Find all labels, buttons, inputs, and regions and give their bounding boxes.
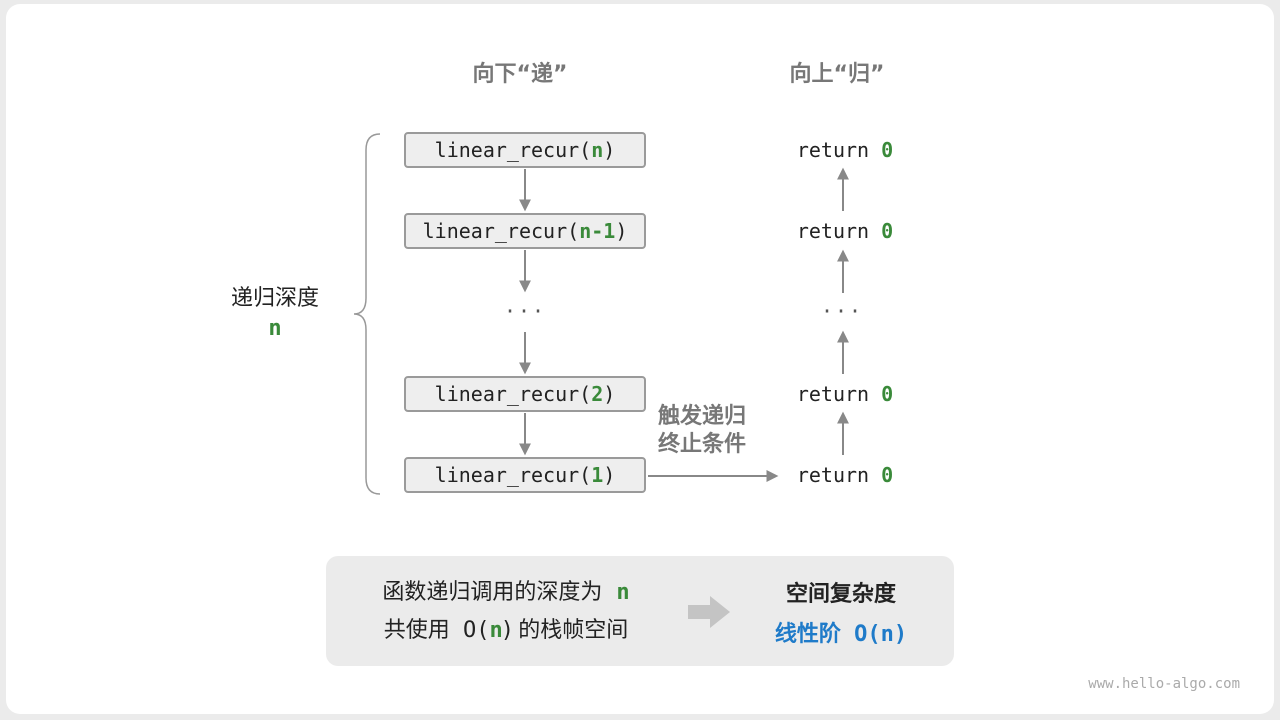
title-recurse-down: 向下“递” — [472, 62, 568, 87]
call-prefix: linear_recur( — [434, 382, 592, 406]
call-suffix: ) — [603, 138, 616, 162]
space-complexity-title: 空间复杂度 — [785, 582, 896, 607]
call-arg: 1 — [591, 463, 604, 487]
call-box-1: linear_recur(1) — [404, 457, 646, 493]
call-suffix: ) — [603, 463, 616, 487]
depth-brace — [353, 133, 381, 495]
summary-text: 函数递归调用的深度为 n 共使用 O(n) 的栈帧空间 — [346, 574, 666, 650]
summary-box: 函数递归调用的深度为 n 共使用 O(n) 的栈帧空间 空间复杂度 线性阶 O(… — [326, 556, 954, 666]
summary-line-2: 共使用 O(n) 的栈帧空间 — [346, 612, 666, 650]
return-value: 0 — [881, 219, 894, 243]
summary-line-2-post: ) 的栈帧空间 — [502, 618, 629, 643]
summary-line-2-var: n — [489, 618, 503, 643]
watermark: www.hello-algo.com — [1088, 676, 1240, 692]
return-keyword: return — [796, 138, 882, 162]
return-label-4: return 0 — [770, 457, 920, 493]
call-prefix: linear_recur( — [434, 463, 592, 487]
return-label-2: return 0 — [770, 213, 920, 249]
call-suffix: ) — [603, 382, 616, 406]
return-value: 0 — [881, 382, 894, 406]
call-suffix: ) — [615, 219, 628, 243]
call-box-n-minus-1: linear_recur(n-1) — [404, 213, 646, 249]
space-complexity-value: 线性阶 O(n) — [774, 622, 908, 647]
arrow-right-icon — [688, 596, 730, 628]
call-prefix: linear_recur( — [434, 138, 592, 162]
call-prefix: linear_recur( — [422, 219, 580, 243]
return-ellipsis: ··· — [820, 299, 864, 323]
summary-line-1: 函数递归调用的深度为 n — [346, 574, 666, 612]
summary-line-1-var: n — [616, 580, 630, 605]
termination-line-1: 触发递归 — [658, 404, 747, 429]
summary-line-2-pre: 共使用 O( — [383, 618, 490, 643]
depth-label: 递归深度 — [230, 286, 319, 311]
return-keyword: return — [796, 219, 882, 243]
title-return-up: 向上“归” — [789, 62, 885, 87]
return-value: 0 — [881, 463, 894, 487]
return-label-1: return 0 — [770, 132, 920, 168]
termination-line-2: 终止条件 — [658, 432, 747, 457]
depth-value: n — [268, 316, 282, 341]
call-box-2: linear_recur(2) — [404, 376, 646, 412]
return-value: 0 — [881, 138, 894, 162]
call-box-n: linear_recur(n) — [404, 132, 646, 168]
call-arg: 2 — [591, 382, 604, 406]
call-arg: n — [591, 138, 604, 162]
return-keyword: return — [796, 382, 882, 406]
termination-label: 触发递归 终止条件 — [658, 403, 768, 459]
return-keyword: return — [796, 463, 882, 487]
call-arg: n-1 — [579, 219, 616, 243]
return-label-3: return 0 — [770, 376, 920, 412]
call-ellipsis: ··· — [503, 299, 547, 323]
summary-line-1-text: 函数递归调用的深度为 — [382, 580, 603, 605]
